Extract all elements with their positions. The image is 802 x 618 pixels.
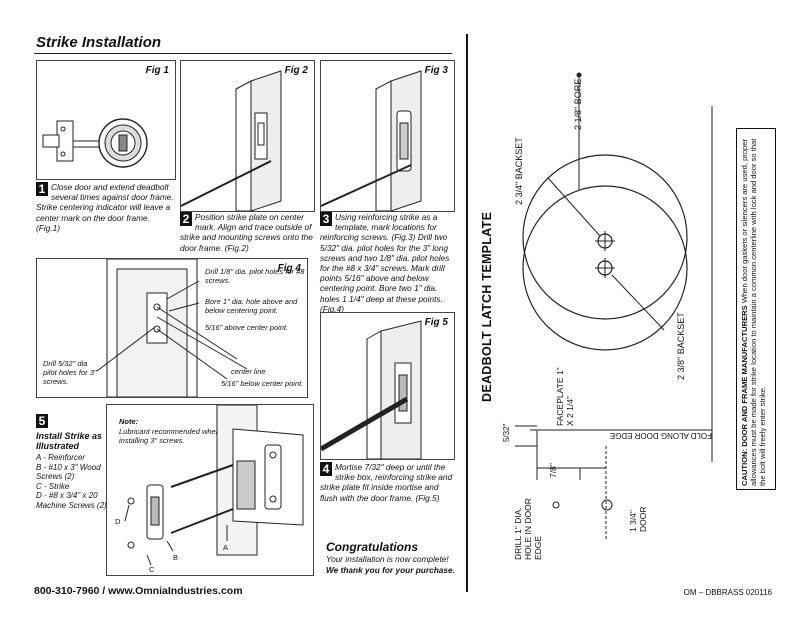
fig-1-label: Fig 1	[145, 65, 169, 76]
fig-4-drill-small-note: Drill 1/8" dia. pilot holes for #8 screw…	[205, 267, 305, 285]
part-label-a: A	[223, 543, 229, 552]
step-1-text: Close door and extend deadbolt several t…	[36, 182, 174, 233]
step-5-number: 5	[36, 414, 48, 428]
congratulations-block: Congratulations Your installation is now…	[326, 540, 461, 576]
bore-label: 2 1/8" BORE	[573, 78, 583, 130]
fig-5-label: Fig 5	[424, 317, 448, 328]
step-5-item-d: D - #8 x 3/4" x 20 Machine Screws (2)	[36, 491, 107, 510]
caution-text-block: CAUTION: DOOR AND FRAME MANUFACTURERS Wh…	[740, 130, 767, 486]
fig-3-drawing	[321, 70, 422, 211]
step-5-title: Install Strike as Illustrated	[36, 431, 103, 451]
figure-5: Fig 5	[320, 312, 455, 460]
dim-7-8-label: 7/8"	[548, 463, 558, 478]
footer-contact: 800-310-7960 / www.OmniaIndustries.com	[34, 585, 243, 597]
congrats-title: Congratulations	[326, 540, 418, 554]
step-2-text: Position strike plate on center mark. Al…	[180, 212, 313, 253]
step-5: 5 Install Strike as Illustrated A - Rein…	[36, 414, 108, 511]
faceplate-label: FACEPLATE 1" X 2 1/4"	[555, 367, 575, 426]
figure-4: Fig 4 Drill 1/8" dia. pilot holes for #8…	[36, 258, 308, 398]
fig-4-bore-note: Bore 1" dia. hole above and below center…	[205, 297, 298, 315]
fig-4-center-line-note: center line	[231, 367, 266, 376]
title-rule	[34, 53, 452, 54]
congrats-line-1: Your installation is now complete!	[326, 554, 449, 564]
dim-5-32-label: 5/32"	[502, 423, 511, 442]
fig-2-label: Fig 2	[284, 65, 308, 76]
fig-5-drawing	[321, 320, 422, 459]
step-4-number: 4	[320, 462, 332, 476]
figure-2: Fig 2	[180, 60, 315, 212]
fold-label: FOLD ALONG DOOR EDGE	[609, 431, 712, 440]
fig-4-below-note: 5/16" below center point.	[221, 379, 304, 388]
drill-hole-label: DRILL 1" DIA. HOLE IN DOOR EDGE	[513, 498, 543, 560]
part-label-b: B	[173, 553, 179, 562]
strike-parts-svg	[124, 405, 304, 566]
backset-top-label: 2 3/4" BACKSET	[514, 137, 524, 205]
step-5-item-c: C - Strike	[36, 481, 70, 491]
step-5-item-a: A - Reinforcer	[36, 453, 86, 462]
fig-4-drawing	[96, 259, 248, 397]
note-text: Lubricant recommended when installing 3"…	[119, 427, 220, 445]
step-3-number: 3	[320, 212, 332, 226]
door-dim-label: 1 3/4" DOOR	[628, 506, 648, 533]
caution-box	[736, 128, 776, 490]
page-title: Strike Installation	[36, 34, 162, 51]
congrats-line-2: We thank you for your purchase.	[326, 565, 455, 575]
step-3-text: Using reinforcing strike as a template, …	[320, 212, 450, 314]
note-title: Note:	[119, 417, 139, 426]
step-1-number: 1	[36, 182, 48, 196]
step-5-item-b: B - #10 x 3" Wood Screws (2)	[36, 462, 101, 482]
template-title: DEADBOLT LATCH TEMPLATE	[480, 211, 494, 402]
fig-2-drawing	[181, 70, 282, 211]
fig-4-above-note: 5/16" above center point.	[205, 323, 289, 332]
figure-3: Fig 3	[320, 60, 455, 212]
fig-1-drawing	[42, 118, 148, 168]
part-label-d: D	[115, 517, 121, 526]
step-4-text: Mortise 7/32" deep or until the strike b…	[320, 462, 453, 503]
step-2-number: 2	[180, 212, 192, 226]
step-4: 4 Mortise 7/32" deep or until the strike…	[320, 462, 455, 503]
step-2: 2 Position strike plate on center mark. …	[180, 212, 315, 253]
step-1: 1 Close door and extend deadbolt several…	[36, 182, 176, 233]
footer-doc-code: OM – DBBRASS 020116	[683, 588, 772, 597]
fig-4-drill-large-note: Drill 5/32" dia pilot holes for 3" screw…	[43, 359, 97, 386]
page-divider	[466, 34, 468, 592]
fig-4-label: Fig 4	[277, 263, 301, 274]
fig-3-label: Fig 3	[424, 65, 448, 76]
backset-bottom-label: 2 3/8" BACKSET	[676, 312, 686, 380]
part-label-c: C	[149, 565, 155, 574]
figure-1: Fig 1	[36, 60, 176, 180]
step-3: 3 Using reinforcing strike as a template…	[320, 212, 455, 314]
step-5-drawing: Note: Lubricant recommended when install…	[106, 404, 314, 576]
caution-title: CAUTION: DOOR AND FRAME MANUFACTURERS	[740, 305, 749, 486]
